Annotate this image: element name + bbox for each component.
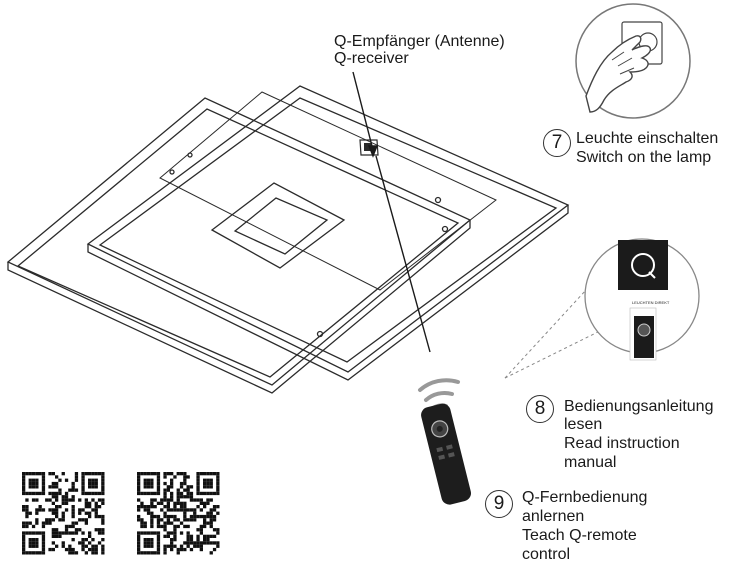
antenna-label-de: Q-Empfänger (Antenne): [334, 33, 505, 50]
step-8-label-line3: Read instruction: [564, 435, 680, 452]
q-logo-icon: [618, 240, 668, 290]
ceiling-lamp: [6, 85, 570, 394]
step-9-label-line2: anlernen: [522, 508, 585, 525]
step-7-label-de: Leuchte einschalten: [576, 130, 719, 147]
step-9-number: 9: [485, 490, 513, 518]
step-8-label-line2: lesen: [564, 416, 603, 433]
step-7-label-en: Switch on the lamp: [576, 149, 712, 166]
step-8-label-line4: manual: [564, 454, 617, 471]
step-7-number: 7: [543, 129, 571, 157]
step-9-label-line4: control: [522, 546, 571, 563]
remote-control-icon: [421, 403, 471, 505]
step-8-number: 8: [526, 395, 554, 423]
qr-code-icon: [22, 472, 105, 555]
step-8-label-line1: Bedienungsanleitung: [564, 398, 714, 415]
step-9-label-line1: Q-Fernbedienung: [522, 489, 648, 506]
antenna-label-en: Q-receiver: [334, 50, 409, 67]
antenna-pointer-line: [352, 71, 431, 353]
qr-code-icon: [137, 472, 220, 555]
manual-brand-text: LEUCHTEN DIREKT: [632, 300, 670, 305]
step-9-label-line3: Teach Q-remote: [522, 527, 637, 544]
hand-switch-icon: [575, 3, 691, 119]
manual-callout: [504, 238, 700, 379]
